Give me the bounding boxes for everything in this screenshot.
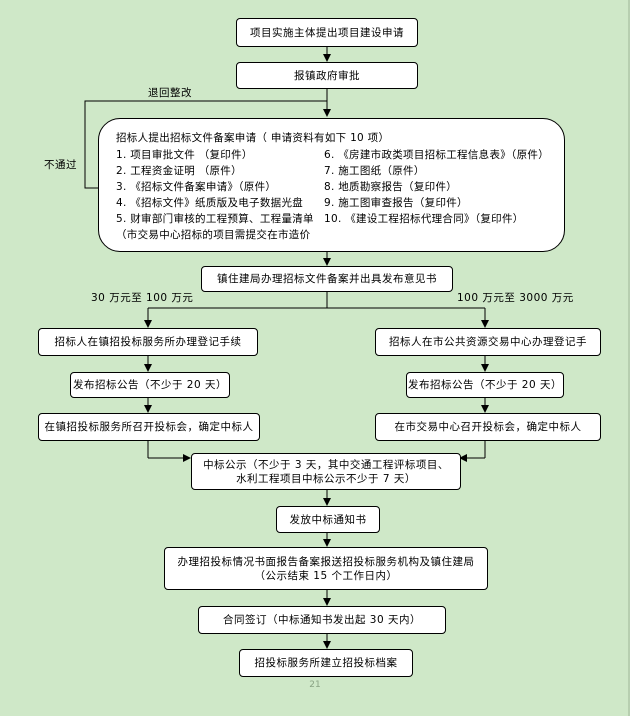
step-housing-bureau-review: 镇住建局办理招标文件备案并出具发布意见书 [201,266,453,292]
filing-item-8: 8. 地质勘察报告（复印件） [324,181,458,193]
filing-item-7: 7. 施工图纸（原件） [324,165,425,177]
step-apply-text: 项目实施主体提出项目建设申请 [250,26,404,39]
left-announce-text: 发布招标公告（不少于 20 天） [72,379,228,391]
filing-note: （市交易中心招标的项目需提交在市造价 [116,229,311,241]
right-announce-text: 发布招标公告（不少于 20 天） [407,379,563,391]
right-register-text: 招标人在市公共资源交易中心办理登记手 [389,336,587,348]
left-announce: 发布招标公告（不少于 20 天） [70,372,230,398]
issue-award-notice-text: 发放中标通知书 [289,513,367,526]
filing-item-4: 4. 《招标文件》纸质版及电子数据光盘 [116,197,304,209]
filing-application-box: 招标人提出招标文件备案申请（ 申请资料有如下 10 项） 1. 项目审批文件 （… [98,118,565,252]
left-open-bid-text: 在镇招投标服务所召开投标会，确定中标人 [44,421,254,433]
written-report-line2: （公示结束 15 个工作日内） [254,569,398,582]
filing-item-6: 6. 《房建市政类项目招标工程信息表》（原件） [324,149,550,161]
filing-item-2: 2. 工程资金证明 （原件） [116,165,242,177]
filing-item-9: 9. 施工图审查报告（复印件） [324,197,468,209]
filing-item-10: 10. 《建设工程招标代理合同》（复印件） [324,213,524,225]
winner-publicity-line1: 中标公示（不少于 3 天，其中交通工程评标项目、 [203,458,449,471]
written-report-filing: 办理招投标情况书面报告备案报送招投标服务机构及镇住建局 （公示结束 15 个工作… [164,547,488,590]
label-range-left: 30 万元至 100 万元 [91,292,194,304]
contract-signing-text: 合同签订（中标通知书发出起 30 天内） [222,614,422,626]
step-apply: 项目实施主体提出项目建设申请 [236,18,418,47]
page-edge [628,0,630,716]
archive-records-text: 招投标服务所建立招投标档案 [254,657,398,669]
step-housing-bureau-review-text: 镇住建局办理招标文件备案并出具发布意见书 [217,273,437,285]
label-not-pass: 不通过 [44,159,77,171]
written-report-line1: 办理招投标情况书面报告备案报送招投标服务机构及镇住建局 [177,555,475,568]
label-range-right: 100 万元至 3000 万元 [457,292,574,304]
left-register: 招标人在镇招投标服务所办理登记手续 [38,328,258,356]
right-open-bid: 在市交易中心召开投标会，确定中标人 [375,413,601,441]
issue-award-notice: 发放中标通知书 [276,506,380,533]
contract-signing: 合同签订（中标通知书发出起 30 天内） [198,606,446,634]
right-register: 招标人在市公共资源交易中心办理登记手 [375,328,601,356]
winner-publicity-line2: 水利工程项目中标公示不少于 7 天） [236,472,416,485]
label-loop-back: 退回整改 [148,87,192,99]
winner-publicity: 中标公示（不少于 3 天，其中交通工程评标项目、 水利工程项目中标公示不少于 7… [191,453,461,490]
filing-item-5: 5. 财审部门审核的工程预算、工程量清单 [116,213,314,225]
step-town-approval: 报镇政府审批 [236,62,418,89]
right-open-bid-text: 在市交易中心召开投标会，确定中标人 [394,421,582,433]
arrow-loop-back [84,100,327,189]
left-register-text: 招标人在镇招投标服务所办理登记手续 [54,336,242,348]
page-number: 21 [309,680,321,690]
filing-item-1: 1. 项目审批文件 （复印件） [116,149,253,161]
right-announce: 发布招标公告（不少于 20 天） [406,372,564,398]
filing-item-3: 3. 《招标文件备案申请》（原件） [116,181,277,193]
step-town-approval-text: 报镇政府审批 [294,69,360,82]
filing-title: 招标人提出招标文件备案申请（ 申请资料有如下 10 项） [116,132,390,144]
archive-records: 招投标服务所建立招投标档案 [239,649,413,677]
left-open-bid: 在镇招投标服务所召开投标会，确定中标人 [38,413,260,441]
